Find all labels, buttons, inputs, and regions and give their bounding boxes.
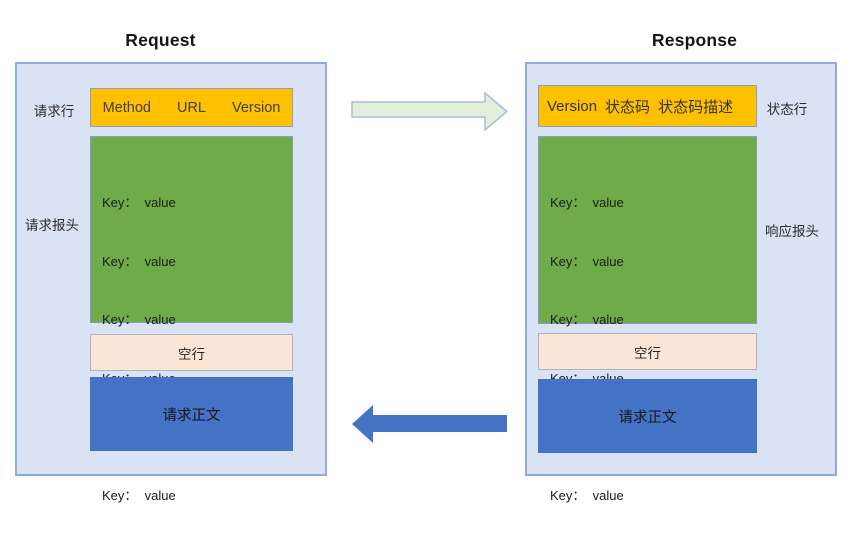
status-line-box: Version 状态码 状态码描述: [538, 85, 757, 127]
response-backward-arrow-icon: [352, 405, 507, 443]
status-line-token-code: 状态码: [605, 98, 651, 116]
response-headers-label: 响应报头: [765, 224, 819, 239]
request-blank-line-box: 空行: [90, 334, 293, 371]
response-title: Response: [651, 30, 738, 50]
request-line-box: Method URL Version: [90, 88, 293, 127]
request-line-token-method: Method: [102, 99, 151, 116]
status-line-token-version: Version: [547, 97, 598, 115]
header-line: Key： value: [550, 487, 624, 503]
header-line: Key： value: [550, 195, 624, 210]
header-line: Key： value: [102, 487, 176, 503]
request-headers-label: 请求报头: [25, 218, 79, 233]
response-blank-line-box: 空行: [538, 333, 757, 370]
response-body-box: 请求正文: [538, 379, 757, 453]
request-body-box: 请求正文: [90, 377, 293, 451]
request-line-token-url: URL: [176, 99, 206, 116]
header-line: Key： value: [550, 312, 624, 327]
status-line-token-desc: 状态码描述: [658, 98, 734, 116]
request-line-token-version: Version: [232, 99, 281, 116]
request-line-label: 请求行: [33, 104, 75, 119]
header-line: Key： value: [102, 253, 176, 269]
status-line-label: 状态行: [766, 102, 808, 117]
header-line: Key： value: [102, 195, 176, 210]
request-panel: 请求行 请求报头 Method URL Version Key： value K…: [15, 62, 327, 503]
request-forward-arrow-icon: [351, 91, 509, 132]
header-line: Key： value: [102, 312, 176, 327]
response-headers-box: Key： value Key： value Key： value Key： va…: [538, 136, 757, 503]
response-panel: 状态行 响应报头 Version 状态码 状态码描述 Key： value Ke…: [525, 62, 837, 503]
header-line: Key： value: [550, 253, 624, 269]
request-title: Request: [125, 30, 196, 50]
request-headers-box: Key： value Key： value Key： value Key： va…: [90, 136, 293, 503]
